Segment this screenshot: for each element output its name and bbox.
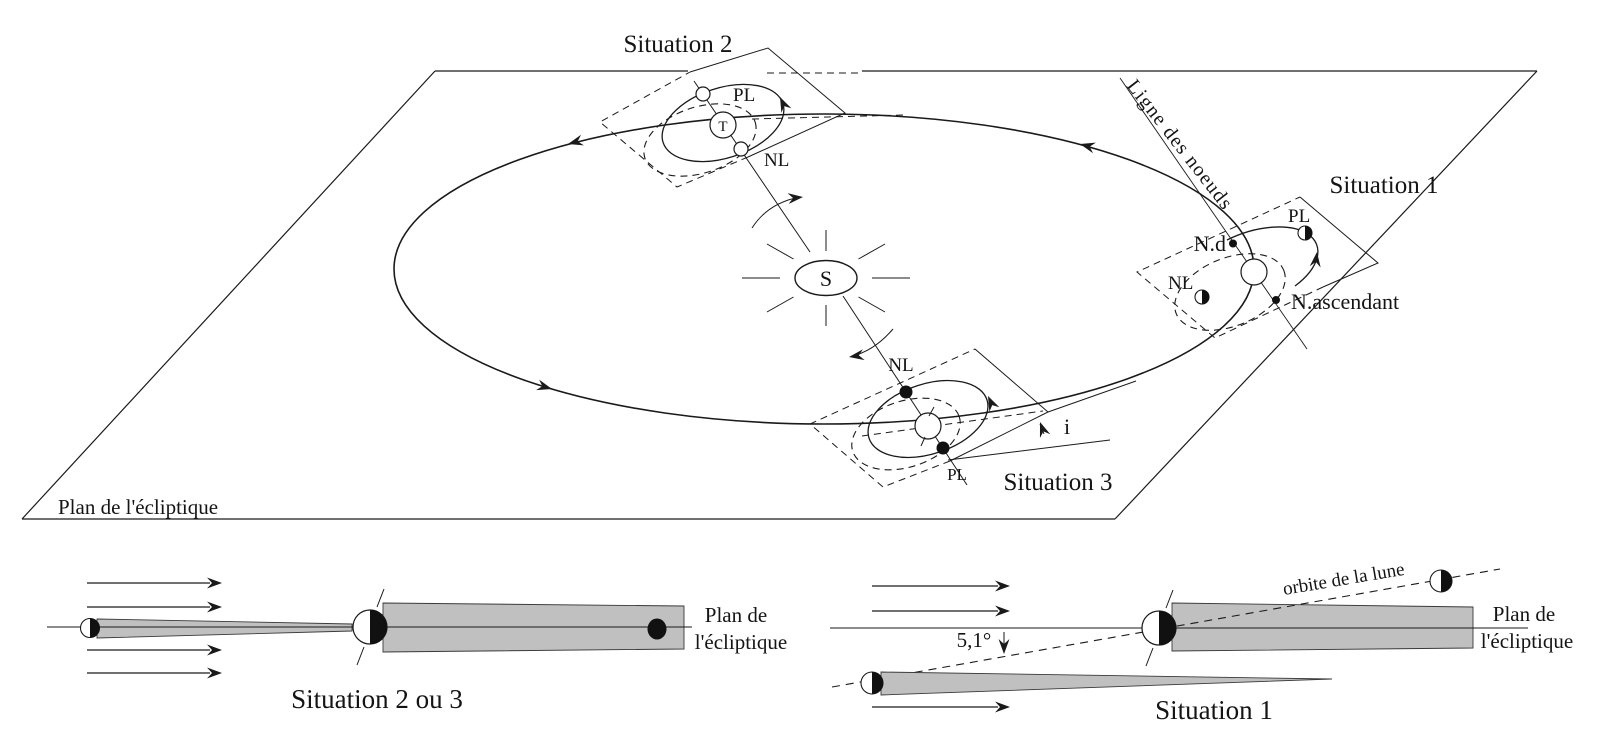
ecliptic-plane: Plan de l'écliptique — [21, 70, 1538, 520]
moon-high-1 — [1429, 569, 1453, 593]
moon-shadow-cone-23 — [96, 618, 353, 639]
rotation-arrow-lower — [848, 349, 865, 363]
earth1 — [1240, 258, 1268, 286]
earth-1 — [1141, 589, 1177, 667]
moon-orbit2-arrow — [775, 94, 792, 113]
moon-orbit3-projection — [851, 397, 961, 471]
line-of-nodes-label: Ligne des noeuds — [1122, 76, 1237, 215]
situation-2: Situation 2 T PL NL — [599, 31, 906, 188]
earth2 — [709, 111, 737, 139]
moon3-full-moon — [936, 441, 950, 455]
moon-plane2-front-edges — [689, 47, 846, 158]
ascending-node-dot — [1272, 296, 1280, 304]
plane-label: Plan de l'écliptique — [58, 495, 218, 519]
plane-label-23-line2: l'écliptique — [695, 630, 787, 654]
earth-1-axis-ticks — [1145, 589, 1174, 667]
inclination-lower-line — [947, 439, 1111, 461]
moon1-new-moon — [1194, 289, 1210, 305]
moon1-new-moon-shadow — [1202, 290, 1209, 304]
plane-right-edge — [1114, 70, 1538, 520]
moon-shadow-cone-1 — [880, 671, 1333, 696]
side-view-1-title: Situation 1 — [1155, 695, 1273, 725]
plane-label-1-line1: Plan de — [1493, 602, 1555, 626]
orbit-arrow-bottom — [536, 379, 554, 395]
plane-left-edge — [21, 70, 436, 520]
earth3-axis-ticks — [920, 406, 935, 447]
inclination-arrow — [1034, 420, 1051, 438]
sun: S — [742, 230, 910, 326]
moon2-new-moon — [733, 141, 749, 157]
earth3 — [914, 412, 942, 440]
moon2-full-moon — [695, 86, 711, 102]
situation2-title: Situation 2 — [623, 31, 732, 58]
moon-plane3-trace — [861, 410, 1044, 437]
plane-label-1-line2: l'écliptique — [1481, 629, 1573, 653]
situation2-pl-label: PL — [733, 85, 755, 106]
moon1-full-moon — [1297, 225, 1313, 241]
earth-shadow-1 — [1171, 602, 1474, 652]
orbit-arrow-left — [566, 134, 584, 150]
moon-orbit1-projection — [1174, 253, 1286, 331]
inclination-upper-line — [1047, 380, 1137, 413]
ascending-node-label: N.ascendant — [1291, 289, 1399, 314]
moon-plane2-trace — [751, 114, 906, 120]
inclination-label: i — [1064, 414, 1070, 439]
orbit-arrow-top — [1078, 138, 1096, 154]
moon-orbit2-projection — [643, 103, 757, 177]
situation-1: Situation 1 Ligne des noeuds N.d N.ascen… — [1119, 76, 1439, 350]
situation3-title: Situation 3 — [1003, 469, 1112, 496]
plane-label-23-line1: Plan de — [705, 603, 767, 627]
moon-left-23 — [79, 617, 101, 639]
moon-orbit1-arrow — [1309, 251, 1323, 268]
earth-23-axis-ticks — [356, 588, 385, 666]
sunray-arrows-left — [87, 577, 222, 679]
situation3-pl-label: PL — [947, 465, 967, 484]
moon-low-1 — [860, 671, 884, 695]
situation1-pl-label: PL — [1288, 206, 1310, 227]
moon-plane1-front-edges — [1299, 196, 1379, 288]
moon-plane1-back-edges — [1136, 196, 1324, 339]
eclipsed-moon-23 — [647, 618, 667, 640]
moon3-new-moon — [899, 385, 913, 399]
descending-node-label: N.d — [1194, 231, 1226, 256]
earth-23 — [352, 588, 388, 666]
side-view-situation-2-3: Plan de l'écliptique Situation 2 ou 3 — [47, 577, 787, 714]
sunray-arrows-right — [872, 580, 1010, 713]
side-view-23-title: Situation 2 ou 3 — [291, 684, 463, 714]
side-view-situation-1: orbite de la lune 5,1° Plan de l'éclipti… — [830, 559, 1573, 725]
situation3-nl-label: NL — [888, 355, 913, 376]
descending-node-dot — [1229, 239, 1237, 248]
angle-label: 5,1° — [957, 628, 992, 652]
moon1-full-moon-shadow — [1305, 226, 1312, 240]
rotation-arrow-upper — [787, 191, 804, 205]
moon-orbit-label: orbite de la lune — [1281, 559, 1406, 600]
sun-disc — [794, 259, 858, 297]
situation2-nl-label: NL — [764, 150, 789, 171]
situation-3: Situation 3 NL PL i — [809, 348, 1137, 496]
sun-earth-line-situation2 — [693, 80, 811, 253]
situation1-title: Situation 1 — [1329, 172, 1438, 199]
sun-rays — [742, 230, 910, 326]
moon-plane3-back-edges — [809, 348, 976, 488]
earth2-label: T — [718, 119, 727, 135]
situation1-nl-label: NL — [1168, 273, 1193, 294]
sun-label: S — [820, 266, 832, 291]
moon-plane2-back-edges — [599, 71, 749, 188]
